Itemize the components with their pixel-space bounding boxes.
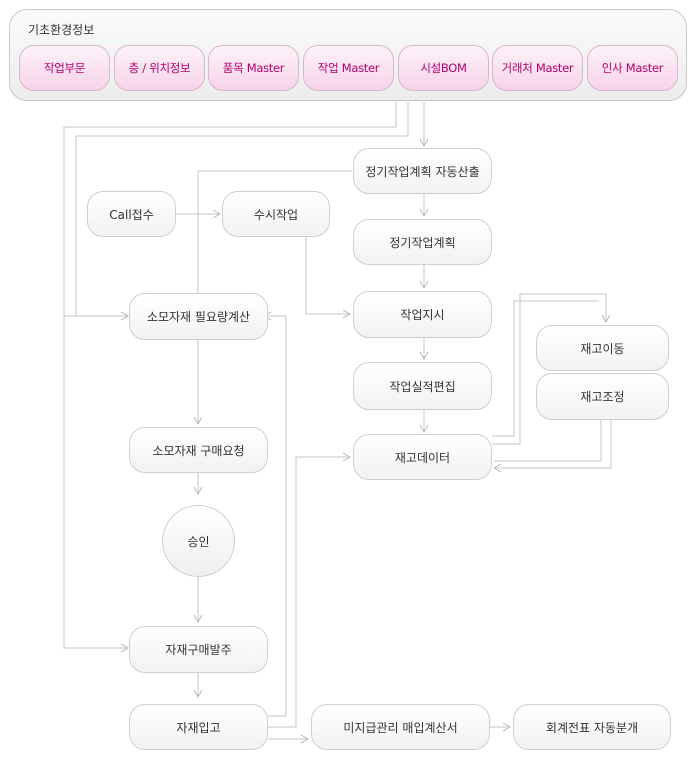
panel-title: 기초환경정보 (28, 23, 95, 37)
node-call-receipt[interactable]: Call접수 (87, 191, 176, 237)
node-regular-plan[interactable]: 정기작업계획 (353, 219, 492, 265)
node-stock-data[interactable]: 재고데이터 (353, 434, 492, 480)
node-stock-adjust[interactable]: 재고조정 (536, 373, 669, 420)
node-approval[interactable]: 승인 (162, 505, 235, 577)
node-consumable-request[interactable]: 소모자재 구매요청 (129, 427, 268, 473)
node-stock-move[interactable]: 재고이동 (536, 325, 669, 371)
node-consumable-calc[interactable]: 소모자재 필요량계산 (129, 293, 268, 340)
node-auto-plan[interactable]: 정기작업계획 자동산출 (353, 148, 492, 194)
item-product-master[interactable]: 품목 Master (208, 45, 299, 91)
node-purchase-order[interactable]: 자재구매발주 (129, 626, 268, 673)
node-payable[interactable]: 미지급관리 매입계산서 (311, 704, 490, 750)
item-floor-location[interactable]: 층 / 위치정보 (114, 45, 205, 91)
node-work-order[interactable]: 작업지시 (353, 291, 492, 338)
node-voucher[interactable]: 회계전표 자동분개 (513, 704, 671, 750)
node-receiving[interactable]: 자재입고 (129, 704, 268, 750)
node-result-edit[interactable]: 작업실적편집 (353, 362, 492, 410)
item-hr-master[interactable]: 인사 Master (587, 45, 678, 91)
item-work-division[interactable]: 작업부문 (19, 45, 110, 91)
item-work-master[interactable]: 작업 Master (303, 45, 394, 91)
node-adhoc-work[interactable]: 수시작업 (222, 191, 330, 237)
item-facility-bom[interactable]: 시설BOM (398, 45, 489, 91)
item-vendor-master[interactable]: 거래처 Master (492, 45, 583, 91)
